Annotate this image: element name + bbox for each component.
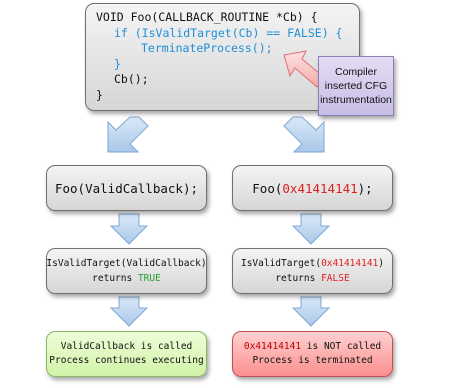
arrow-code-to-right <box>283 116 325 153</box>
right-result-line-1-rest: is NOT called <box>301 341 382 352</box>
arrow-code-to-left <box>107 116 149 153</box>
left-call-box: Foo(ValidCallback); <box>46 165 207 211</box>
callout-line-2: inserted CFG <box>324 80 388 92</box>
left-check-box: IsValidTarget(ValidCallback) returns TRU… <box>46 248 207 294</box>
left-check-arg: ValidCallback <box>126 258 201 269</box>
left-call-prefix: Foo( <box>54 180 86 196</box>
code-line-6: } <box>96 87 103 102</box>
right-call-prefix: Foo( <box>252 180 283 196</box>
code-line-4: } <box>114 56 121 71</box>
right-check-box: IsValidTarget(0x41414141) returns FALSE <box>232 248 393 294</box>
code-line-5: Cb(); <box>114 72 149 86</box>
right-result-box: 0x41414141 is NOT called Process is term… <box>232 331 393 377</box>
cfg-callout: Compiler inserted CFG instrumentation <box>318 56 394 116</box>
right-call-suffix: ); <box>357 180 373 196</box>
left-returns-label: returns <box>92 273 133 284</box>
right-result-line-2: Process is terminated <box>252 355 373 366</box>
code-line-1: VOID Foo(CALLBACK_ROUTINE *Cb) { <box>96 10 318 24</box>
left-result-line-2: Process continues executing <box>49 355 204 366</box>
arrow-left-2 <box>109 296 149 327</box>
arrow-right-1 <box>291 213 331 245</box>
left-call-arg: ValidCallback <box>85 180 183 196</box>
right-call-box: Foo(0x41414141); <box>232 165 393 211</box>
left-check-suffix: ) <box>200 258 207 269</box>
left-result-box: ValidCallback is called Process continue… <box>46 331 207 377</box>
right-check-prefix: IsValidTarget( <box>240 258 322 269</box>
right-result-value: 0x41414141 <box>243 341 302 352</box>
callout-line-3: instrumentation <box>320 94 392 106</box>
code-line-3: TerminateProcess(); <box>141 41 273 55</box>
right-returns-value: FALSE <box>321 273 350 284</box>
right-check-suffix: ) <box>378 258 384 269</box>
left-check-prefix: IsValidTarget( <box>46 258 127 269</box>
left-call-suffix: ); <box>182 180 198 196</box>
code-line-2: if (IsValidTarget(Cb) == FALSE) { <box>114 25 343 40</box>
left-result-line-1: ValidCallback is called <box>60 341 193 352</box>
code-box: VOID Foo(CALLBACK_ROUTINE *Cb) { if (IsV… <box>85 3 360 111</box>
left-returns-value: TRUE <box>137 273 161 284</box>
callout-line-1: Compiler <box>334 66 377 78</box>
right-call-arg: 0x41414141 <box>282 180 358 196</box>
right-check-arg: 0x41414141 <box>321 258 379 269</box>
right-returns-label: returns <box>275 273 316 284</box>
arrow-right-2 <box>291 296 331 327</box>
arrow-left-1 <box>109 213 149 245</box>
